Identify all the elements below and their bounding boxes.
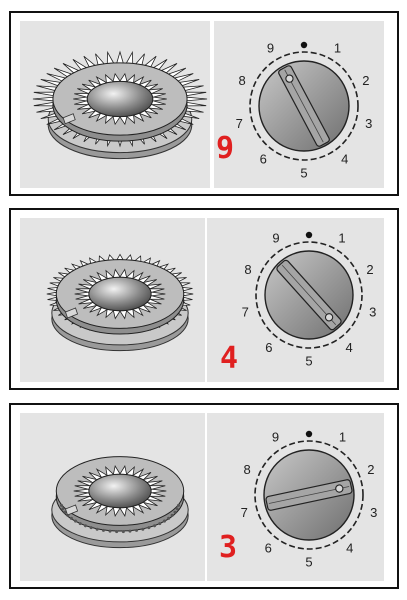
dial-label-5: 5 bbox=[300, 166, 307, 181]
dial-label-7: 7 bbox=[236, 116, 243, 131]
dial-label-4: 4 bbox=[346, 541, 353, 556]
burner-illustration bbox=[20, 413, 205, 581]
knob-illustration: 1 2 3 4 5 6 7 8 9 4 bbox=[207, 218, 384, 382]
setting-readout: 3 bbox=[219, 530, 238, 565]
heat-setting-panel-9: 1 2 3 4 5 6 7 8 9 9 bbox=[9, 11, 399, 196]
dial-label-9: 9 bbox=[272, 429, 279, 444]
dial-label-5: 5 bbox=[305, 354, 312, 369]
control-knob-icon: 1 2 3 4 5 6 7 8 9 bbox=[242, 230, 377, 369]
dial-label-3: 3 bbox=[370, 505, 377, 520]
heat-setting-panel-4: 1 2 3 4 5 6 7 8 9 4 bbox=[9, 208, 399, 390]
dial-label-8: 8 bbox=[243, 462, 250, 477]
dial-label-1: 1 bbox=[339, 429, 346, 444]
gas-burner-medium-flame-icon bbox=[46, 253, 194, 352]
dial-label-1: 1 bbox=[334, 40, 341, 55]
gas-burner-small-flame-icon bbox=[51, 456, 189, 549]
dial-label-4: 4 bbox=[346, 340, 353, 355]
dial-label-2: 2 bbox=[367, 462, 374, 477]
dial-label-7: 7 bbox=[242, 305, 249, 320]
dial-label-2: 2 bbox=[362, 73, 369, 88]
setting-readout: 4 bbox=[220, 341, 239, 376]
dial-label-9: 9 bbox=[267, 40, 274, 55]
dial-label-5: 5 bbox=[305, 555, 312, 570]
dial-label-2: 2 bbox=[366, 262, 373, 277]
knob-illustration: 1 2 3 4 5 6 7 8 9 3 bbox=[207, 413, 384, 581]
dial-label-1: 1 bbox=[338, 230, 345, 245]
control-knob-icon: 1 2 3 4 5 6 7 8 9 bbox=[236, 40, 373, 181]
dial-label-3: 3 bbox=[365, 116, 372, 131]
dial-label-6: 6 bbox=[265, 541, 272, 556]
heat-setting-panel-3: 1 2 3 4 5 6 7 8 9 3 bbox=[9, 403, 399, 589]
dial-label-9: 9 bbox=[272, 230, 279, 245]
dial-label-4: 4 bbox=[341, 152, 348, 167]
knob-illustration: 1 2 3 4 5 6 7 8 9 9 bbox=[214, 21, 384, 188]
dial-label-3: 3 bbox=[369, 305, 376, 320]
dial-label-6: 6 bbox=[260, 152, 267, 167]
dial-label-7: 7 bbox=[241, 505, 248, 520]
dial-label-8: 8 bbox=[238, 73, 245, 88]
dial-label-6: 6 bbox=[265, 340, 272, 355]
setting-readout: 9 bbox=[216, 131, 235, 166]
control-knob-icon: 1 2 3 4 5 6 7 8 9 bbox=[241, 429, 378, 570]
burner-illustration bbox=[20, 218, 205, 382]
burner-illustration bbox=[20, 21, 210, 188]
gas-burner-large-flame-icon bbox=[32, 50, 208, 160]
dial-label-8: 8 bbox=[244, 262, 251, 277]
